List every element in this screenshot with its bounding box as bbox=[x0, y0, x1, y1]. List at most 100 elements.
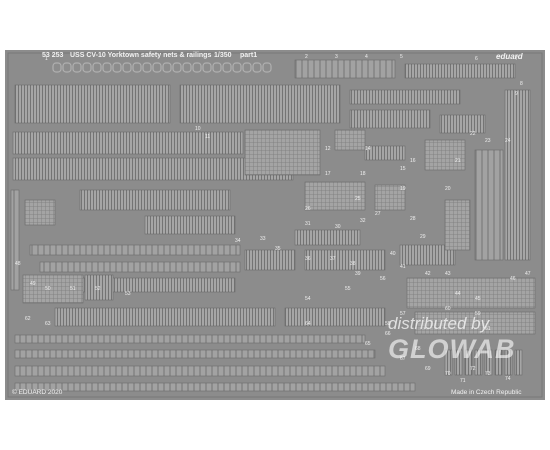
part-number: 51 bbox=[70, 286, 76, 292]
small-part bbox=[484, 349, 493, 376]
part-number: 39 bbox=[355, 271, 361, 277]
railing-panel bbox=[349, 89, 461, 105]
part-number: 36 bbox=[305, 256, 311, 262]
fret-scale: 1/350 bbox=[214, 52, 232, 59]
part-number: 57 bbox=[400, 311, 406, 317]
ring-part bbox=[232, 62, 242, 73]
part-number: 23 bbox=[485, 138, 491, 144]
part-number: 1 bbox=[45, 56, 48, 62]
railing-panel bbox=[404, 63, 516, 79]
part-number: 27 bbox=[375, 211, 381, 217]
net-part bbox=[424, 139, 466, 171]
net-part bbox=[444, 199, 471, 251]
ring-part bbox=[82, 62, 92, 73]
railing-panel bbox=[179, 84, 341, 124]
part-number: 41 bbox=[400, 264, 406, 270]
part-number: 68 bbox=[415, 346, 421, 352]
ring-part bbox=[52, 62, 62, 73]
part-number: 44 bbox=[455, 291, 461, 297]
part-number: 49 bbox=[30, 281, 36, 287]
watermark-distributed: distributed by bbox=[388, 314, 490, 333]
part-number: 71 bbox=[460, 378, 466, 384]
part-number: 69 bbox=[425, 366, 431, 372]
fret-part: part1 bbox=[240, 52, 258, 59]
part-number: 60 bbox=[445, 306, 451, 312]
vertical-rail bbox=[474, 149, 504, 261]
watermark-logo: GLOWAB bbox=[388, 334, 516, 364]
part-number: 73 bbox=[485, 371, 491, 377]
long-railing bbox=[14, 382, 416, 392]
small-part bbox=[504, 349, 513, 376]
part-number: 58 bbox=[385, 321, 391, 327]
part-number: 37 bbox=[330, 256, 336, 262]
part-number: 63 bbox=[45, 321, 51, 327]
ring-part bbox=[102, 62, 112, 73]
ring-part bbox=[172, 62, 182, 73]
ring-part bbox=[182, 62, 192, 73]
small-part bbox=[474, 349, 483, 376]
net-part bbox=[22, 274, 84, 304]
part-number: 32 bbox=[360, 218, 366, 224]
railing-strip bbox=[12, 131, 244, 155]
part-number: 12 bbox=[325, 146, 331, 152]
part-number: 52 bbox=[95, 286, 101, 292]
ring-part bbox=[242, 62, 252, 73]
part-number: 4 bbox=[365, 54, 368, 60]
part-number: 54 bbox=[305, 296, 311, 302]
part-number: 17 bbox=[325, 171, 331, 177]
part-number: 65 bbox=[365, 341, 371, 347]
part-number: 21 bbox=[455, 158, 461, 164]
railing-part bbox=[84, 274, 114, 301]
part-number: 19 bbox=[400, 186, 406, 192]
railing-part bbox=[399, 244, 456, 266]
small-part bbox=[464, 349, 473, 376]
part-number: 56 bbox=[380, 276, 386, 282]
part-number: 16 bbox=[410, 158, 416, 164]
part-number: 20 bbox=[445, 186, 451, 192]
part-number: 31 bbox=[305, 221, 311, 227]
part-number: 66 bbox=[385, 331, 391, 337]
net-part bbox=[24, 199, 56, 226]
railing-panel bbox=[349, 109, 431, 129]
long-railing bbox=[14, 349, 376, 359]
part-number: 24 bbox=[505, 138, 511, 144]
vertical-rail bbox=[504, 89, 531, 261]
railing-part bbox=[364, 145, 406, 161]
part-number: 6 bbox=[475, 56, 478, 62]
railing-part bbox=[244, 249, 296, 271]
railing-strip bbox=[144, 215, 236, 235]
part-number: 7 bbox=[515, 56, 518, 62]
safety-net-frame bbox=[294, 59, 396, 79]
ring-part bbox=[222, 62, 232, 73]
part-number: 34 bbox=[235, 238, 241, 244]
part-number: 43 bbox=[445, 271, 451, 277]
railing-panel bbox=[439, 114, 486, 134]
part-number: 47 bbox=[525, 271, 531, 277]
brand-logo: eduard bbox=[496, 52, 523, 61]
long-railing bbox=[14, 334, 366, 344]
part-number: 55 bbox=[345, 286, 351, 292]
part-number: 38 bbox=[350, 261, 356, 267]
part-number: 59 bbox=[475, 311, 481, 317]
part-number: 70 bbox=[445, 371, 451, 377]
fret-code: 53 253 bbox=[42, 52, 64, 59]
net-part bbox=[304, 181, 366, 211]
part-number: 8 bbox=[520, 81, 523, 87]
vertical-rail bbox=[10, 189, 20, 291]
railing-strip bbox=[54, 307, 276, 327]
railing-part bbox=[294, 229, 361, 246]
safety-net bbox=[406, 277, 536, 309]
ring-part bbox=[92, 62, 102, 73]
ring-part bbox=[202, 62, 212, 73]
ring-part bbox=[152, 62, 162, 73]
railing-part bbox=[304, 249, 386, 271]
part-number: 29 bbox=[420, 234, 426, 240]
part-number: 26 bbox=[305, 206, 311, 212]
net-part bbox=[374, 184, 406, 211]
part-number: 25 bbox=[355, 196, 361, 202]
small-part bbox=[514, 349, 523, 376]
part-number: 28 bbox=[410, 216, 416, 222]
safety-net bbox=[414, 311, 536, 335]
